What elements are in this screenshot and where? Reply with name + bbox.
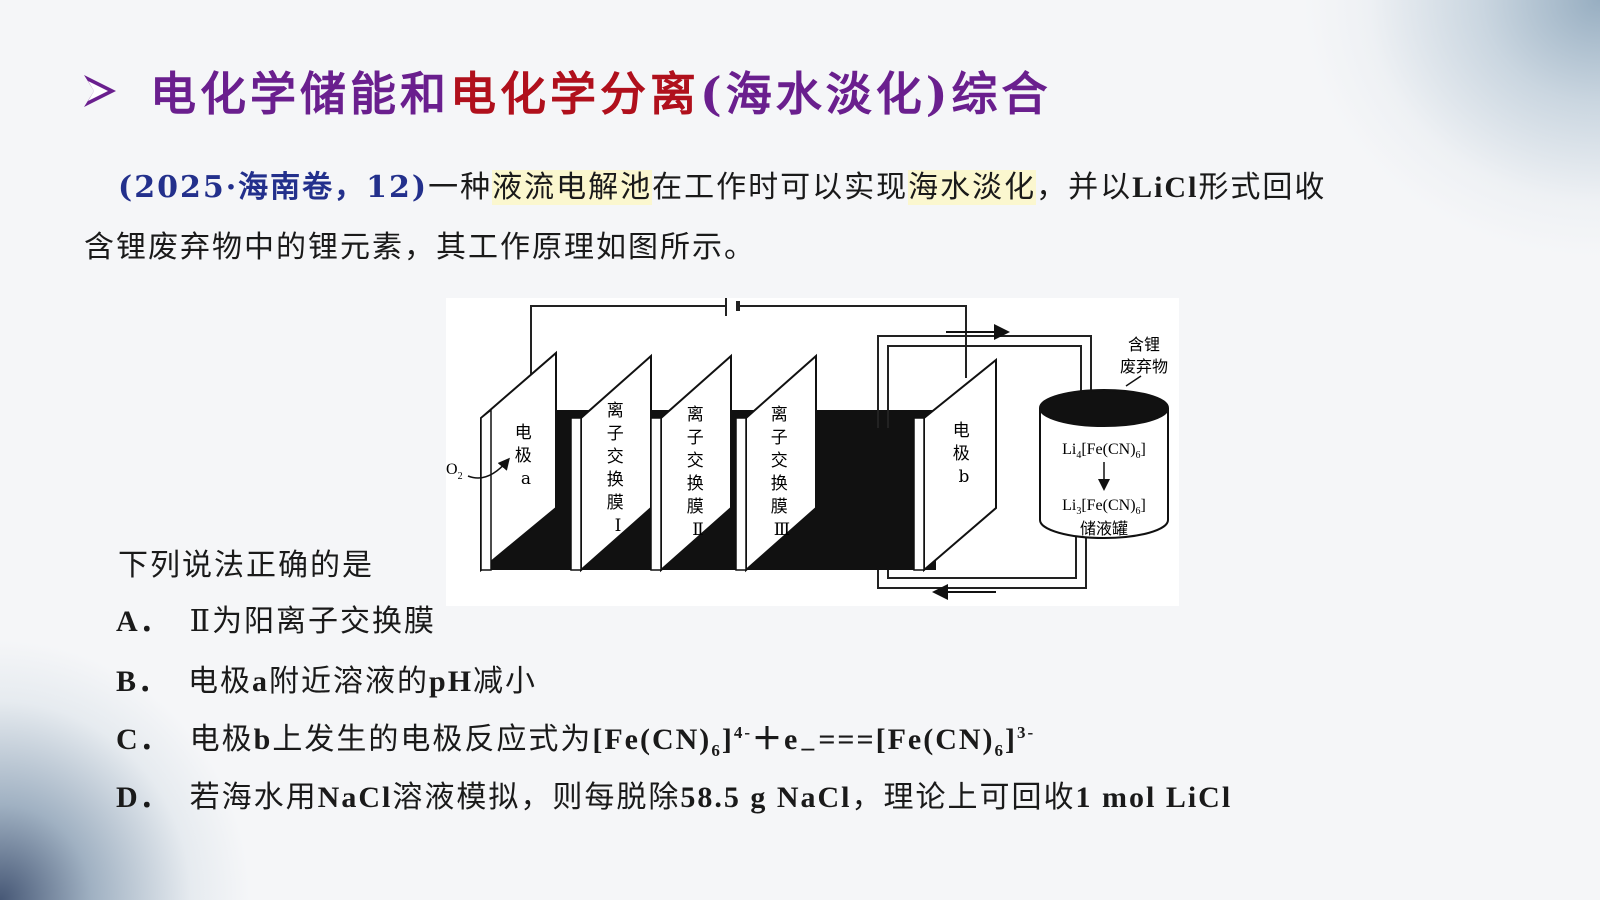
question-licl: LiCl [1132, 171, 1199, 204]
question-prompt: 下列说法正确的是 [118, 548, 374, 583]
option-b-text-3: 附近溶液的 [269, 664, 430, 699]
option-d-text-2: NaCl [317, 781, 393, 814]
highlight-desalination: 海水淡化 [908, 170, 1037, 205]
question-source: (2025·海南卷，12) [118, 170, 429, 205]
waste-label-line-1: 含锂 [1128, 335, 1160, 354]
option-b-text-5: 减小 [473, 664, 538, 699]
slide-title: 电化学储能和电化学分离(海水淡化)综合 [82, 58, 1052, 124]
option-d-text-5: ，理论上可回收 [851, 780, 1076, 815]
membrane-1-edge [570, 417, 582, 571]
option-d[interactable]: D． 若海水用NaCl溶液模拟，则每脱除58.5 g NaCl，理论上可回收1 m… [116, 772, 1232, 816]
tank-label: 储液罐 [1080, 519, 1128, 538]
question-text-c: ，并以 [1036, 170, 1133, 205]
tank-species-bottom: Li3[Fe(CN)6] [1062, 497, 1146, 517]
option-c-formula: [Fe(CN)6]4-＋e－===[Fe(CN)6]3- [592, 723, 1036, 760]
electrode-b-plate [923, 357, 997, 573]
option-b[interactable]: B． 电极a附近溶液的pH减小 [116, 656, 537, 700]
option-a-text: Ⅱ为阳离子交换膜 [189, 604, 437, 639]
circuit-wire [530, 305, 967, 388]
electrode-b-edge [913, 417, 925, 571]
question-text-b: 在工作时可以实现 [652, 170, 909, 205]
arrow-bullet-icon [84, 75, 116, 107]
option-d-text-6: 1 mol LiCl [1075, 781, 1233, 814]
option-b-text-2: a [252, 665, 270, 698]
electrode-b-label: 电 极 b [953, 421, 975, 487]
option-d-text-3: 溶液模拟，则每脱除 [392, 780, 681, 815]
membrane-2-label: 离 子 交 换 膜 Ⅱ [687, 405, 709, 540]
waste-pointer [1125, 375, 1142, 387]
electrolysis-cell-figure: O2 电 极 a 离 子 交 换 膜 Ⅰ 离 子 交 换 膜 Ⅱ 离 子 交 换 [446, 298, 1179, 606]
circulation-pipe-outer [877, 335, 1092, 589]
option-d-text-4: 58.5 g NaCl [680, 781, 852, 814]
question-text-d: 形式回收含锂废弃物中的锂元素，其工作原理如图所示。 [84, 170, 1327, 265]
circulation-pipe-inner [887, 345, 1082, 579]
cell-diagram: O2 电 极 a 离 子 交 换 膜 Ⅰ 离 子 交 换 膜 Ⅱ 离 子 交 换 [446, 298, 1169, 600]
option-c[interactable]: C． 电极b上发生的电极反应式为[Fe(CN)6]4-＋e－===[Fe(CN)6… [116, 714, 1035, 761]
title-part-1: 电化学储能和 [150, 67, 450, 121]
membrane-3-label: 离 子 交 换 膜 Ⅲ [771, 405, 793, 540]
option-b-text-1: 电极 [188, 664, 253, 699]
question-stem: (2025·海南卷，12)一种液流电解池在工作时可以实现海水淡化，并以LiCl形… [84, 158, 1334, 278]
option-c-text-3: 上发生的电极反应式为 [272, 722, 593, 757]
title-part-3: (海水淡化)综合 [700, 67, 1052, 121]
membrane-2-edge [650, 417, 662, 571]
tank-species-top: Li4[Fe(CN)6] [1062, 441, 1146, 461]
decorative-corner-bottom-left [0, 630, 260, 900]
option-d-key: D． [116, 781, 172, 814]
option-a[interactable]: A． Ⅱ为阳离子交换膜 [116, 596, 436, 640]
waste-label-line-2: 废弃物 [1120, 357, 1168, 376]
option-c-key: C． [116, 723, 172, 756]
option-b-key: B． [116, 665, 171, 698]
membrane-3-edge [735, 417, 747, 571]
o2-label: O2 [446, 461, 463, 482]
option-a-key: A． [116, 605, 172, 638]
option-c-text-2: b [253, 723, 273, 756]
electrode-a-label: 电 极 a [515, 423, 537, 489]
option-c-text-1: 电极 [189, 722, 254, 757]
question-text-a: 一种 [428, 170, 493, 205]
title-part-2: 电化学分离 [450, 67, 700, 121]
membrane-1-label: 离 子 交 换 膜 Ⅰ [607, 401, 629, 536]
decorative-corner-top-right [1300, 0, 1600, 260]
electrode-a-edge [480, 408, 492, 571]
option-b-text-4: pH [429, 665, 474, 698]
storage-tank-top [1039, 389, 1169, 427]
highlight-flow-cell: 液流电解池 [492, 170, 653, 205]
option-d-text-1: 若海水用 [189, 780, 318, 815]
o2-arrow [467, 457, 510, 479]
